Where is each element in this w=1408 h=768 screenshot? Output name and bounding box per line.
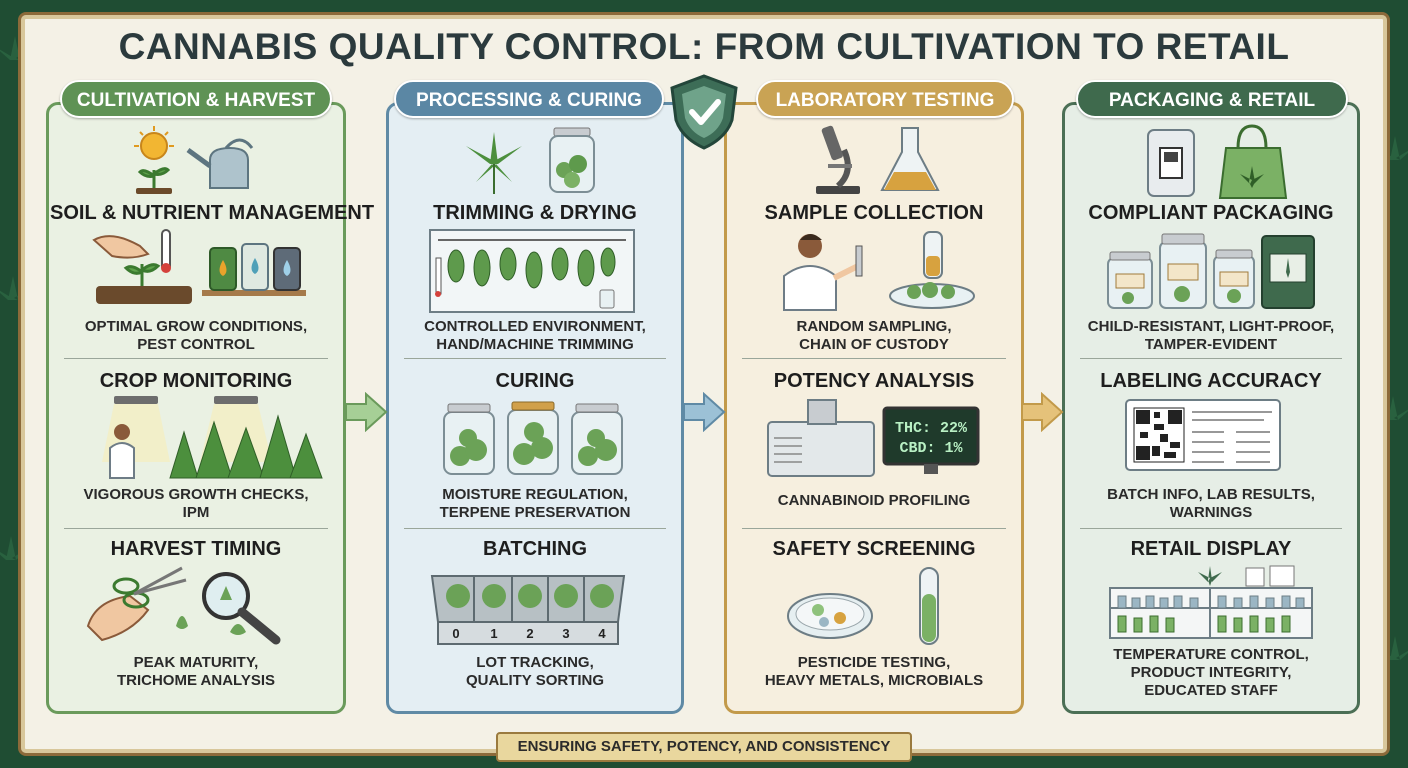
microscope-flask-illustration xyxy=(816,125,940,194)
arrow-right-icon xyxy=(1021,392,1064,432)
step-batching-heading: BATCHING xyxy=(482,538,588,560)
section-divider xyxy=(1080,528,1342,529)
batching-tray-illustration: 0 1 2 3 4 xyxy=(430,575,626,645)
drying-rack-illustration xyxy=(429,229,635,313)
step-retail-display-detail: TEMPERATURE CONTROL, PRODUCT INTEGRITY, … xyxy=(1113,646,1309,699)
curing-jars-illustration xyxy=(443,401,623,475)
leaf-jar-illustration xyxy=(466,127,595,194)
stage-testing-label: LABORATORY TESTING xyxy=(756,80,1014,118)
step-sample-collection-detail: RANDOM SAMPLING, CHAIN OF CUSTODY xyxy=(796,318,952,353)
section-divider xyxy=(742,358,1006,359)
shield-check-icon xyxy=(670,74,738,150)
page-title: CANNABIS QUALITY CONTROL: FROM CULTIVATI… xyxy=(118,26,1290,67)
packaging-jars-illustration xyxy=(1107,233,1315,309)
section-divider xyxy=(1080,358,1342,359)
step-harvest-timing-heading: HARVEST TIMING xyxy=(110,538,282,560)
step-safety-screening-heading: SAFETY SCREENING xyxy=(772,538,976,560)
petri-dish-test-tube-illustration xyxy=(787,567,939,645)
stage-cultivation-label: CULTIVATION & HARVEST xyxy=(60,80,332,118)
step-batching-detail: LOT TRACKING, QUALITY SORTING xyxy=(465,654,605,689)
step-potency-analysis-detail: CANNABINOID PROFILING xyxy=(777,492,971,509)
harvest-tools-illustration xyxy=(86,566,281,645)
soil-testing-illustration xyxy=(92,229,306,304)
footer-banner: ENSURING SAFETY, POTENCY, AND CONSISTENC… xyxy=(496,732,912,762)
grow-room-illustration xyxy=(102,396,323,479)
step-crop-monitoring-heading: CROP MONITORING xyxy=(99,370,293,392)
sun-watering-can-illustration xyxy=(134,126,254,194)
tray-label-1: 1 xyxy=(490,626,497,641)
section-divider xyxy=(64,358,328,359)
step-compliant-packaging-detail: CHILD-RESISTANT, LIGHT-PROOF, TAMPER-EVI… xyxy=(1087,318,1335,353)
step-curing-detail: MOISTURE REGULATION, TERPENE PRESERVATIO… xyxy=(439,486,631,521)
step-crop-monitoring-detail: VIGOROUS GROWTH CHECKS, IPM xyxy=(83,486,309,521)
retail-shelf-illustration xyxy=(1109,565,1313,639)
step-curing-heading: CURING xyxy=(495,370,575,392)
section-divider xyxy=(742,528,1006,529)
tray-label-3: 3 xyxy=(562,626,569,641)
step-soil-nutrient-detail: OPTIMAL GROW CONDITIONS, PEST CONTROL xyxy=(84,318,308,353)
step-safety-screening-detail: PESTICIDE TESTING, HEAVY METALS, MICROBI… xyxy=(764,654,984,689)
screen-thc-readout: THC: 22% xyxy=(895,420,968,437)
step-soil-nutrient-heading: SOIL & NUTRIENT MANAGEMENT xyxy=(50,202,375,224)
tray-label-4: 4 xyxy=(598,626,606,641)
step-trimming-drying-detail: CONTROLLED ENVIRONMENT, HAND/MACHINE TRI… xyxy=(424,318,646,353)
arrow-right-icon xyxy=(345,392,388,432)
step-compliant-packaging-heading: COMPLIANT PACKAGING xyxy=(1088,202,1334,224)
qr-label-illustration xyxy=(1125,399,1281,471)
stage-processing-label: PROCESSING & CURING xyxy=(394,80,664,118)
lab-technician-illustration xyxy=(783,231,975,311)
screen-cbd-readout: CBD: 1% xyxy=(899,440,963,457)
step-trimming-drying-heading: TRIMMING & DRYING xyxy=(433,202,637,224)
step-potency-analysis-heading: POTENCY ANALYSIS xyxy=(773,370,975,392)
stage-retail-label: PACKAGING & RETAIL xyxy=(1076,80,1348,118)
pouch-bag-illustration xyxy=(1147,124,1288,199)
section-divider xyxy=(64,528,328,529)
tray-label-0: 0 xyxy=(452,626,459,641)
analyzer-illustration: THC: 22% CBD: 1% xyxy=(767,399,980,477)
step-labeling-accuracy-detail: BATCH INFO, LAB RESULTS, WARNINGS xyxy=(1107,486,1315,521)
arrow-right-icon xyxy=(683,392,726,432)
step-labeling-accuracy-heading: LABELING ACCURACY xyxy=(1100,370,1322,392)
step-retail-display-heading: RETAIL DISPLAY xyxy=(1130,538,1292,560)
section-divider xyxy=(404,528,666,529)
tray-label-2: 2 xyxy=(526,626,533,641)
step-harvest-timing-detail: PEAK MATURITY, TRICHOME ANALYSIS xyxy=(116,654,276,689)
step-sample-collection-heading: SAMPLE COLLECTION xyxy=(764,202,984,224)
section-divider xyxy=(404,358,666,359)
